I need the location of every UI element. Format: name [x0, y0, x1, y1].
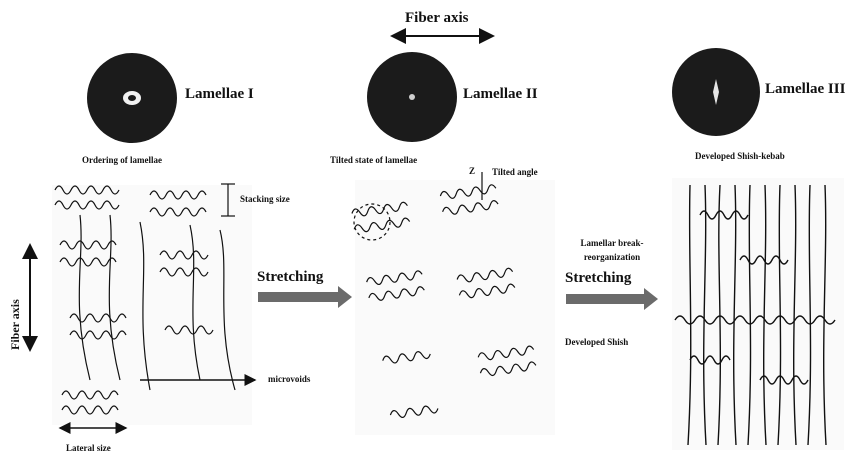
lateral-size-label: Lateral size: [66, 443, 111, 453]
tilted-angle-label: Tilted angle: [492, 167, 538, 177]
stage-2-caption: Tilted state of lamellae: [330, 155, 417, 165]
lamellar-structure-2: [351, 172, 555, 435]
tilt-symbol-label: Z: [469, 166, 475, 176]
stage-3-caption: Developed Shish-kebab: [695, 151, 785, 161]
fiber-axis-vertical-label: Fiber axis: [8, 299, 23, 350]
saxs-pattern-1: [87, 53, 177, 143]
stretching-label-2: Stretching: [565, 270, 631, 287]
saxs-pattern-2: [367, 52, 457, 142]
lamellae-2-label: Lamellae II: [463, 86, 538, 103]
stretching-arrow-1: [258, 286, 352, 308]
microvoids-label: microvoids: [268, 374, 310, 384]
stacking-size-label: Stacking size: [240, 194, 290, 204]
lamellae-3-label: Lamellae III: [765, 81, 845, 98]
lamellae-1-label: Lamellae I: [185, 86, 254, 103]
saxs-pattern-3: [672, 48, 760, 136]
stretching-label-1: Stretching: [257, 269, 323, 286]
lamellar-structure-1: [52, 185, 252, 425]
lamellar-break-label: Lamellar break-reorganization: [566, 237, 658, 264]
fiber-axis-label: Fiber axis: [405, 10, 468, 27]
developed-shish-label: Developed Shish: [565, 337, 628, 347]
lamellar-structure-3: [672, 178, 844, 450]
stage-1-caption: Ordering of lamellae: [82, 155, 162, 165]
stretching-arrow-2: [566, 288, 658, 310]
